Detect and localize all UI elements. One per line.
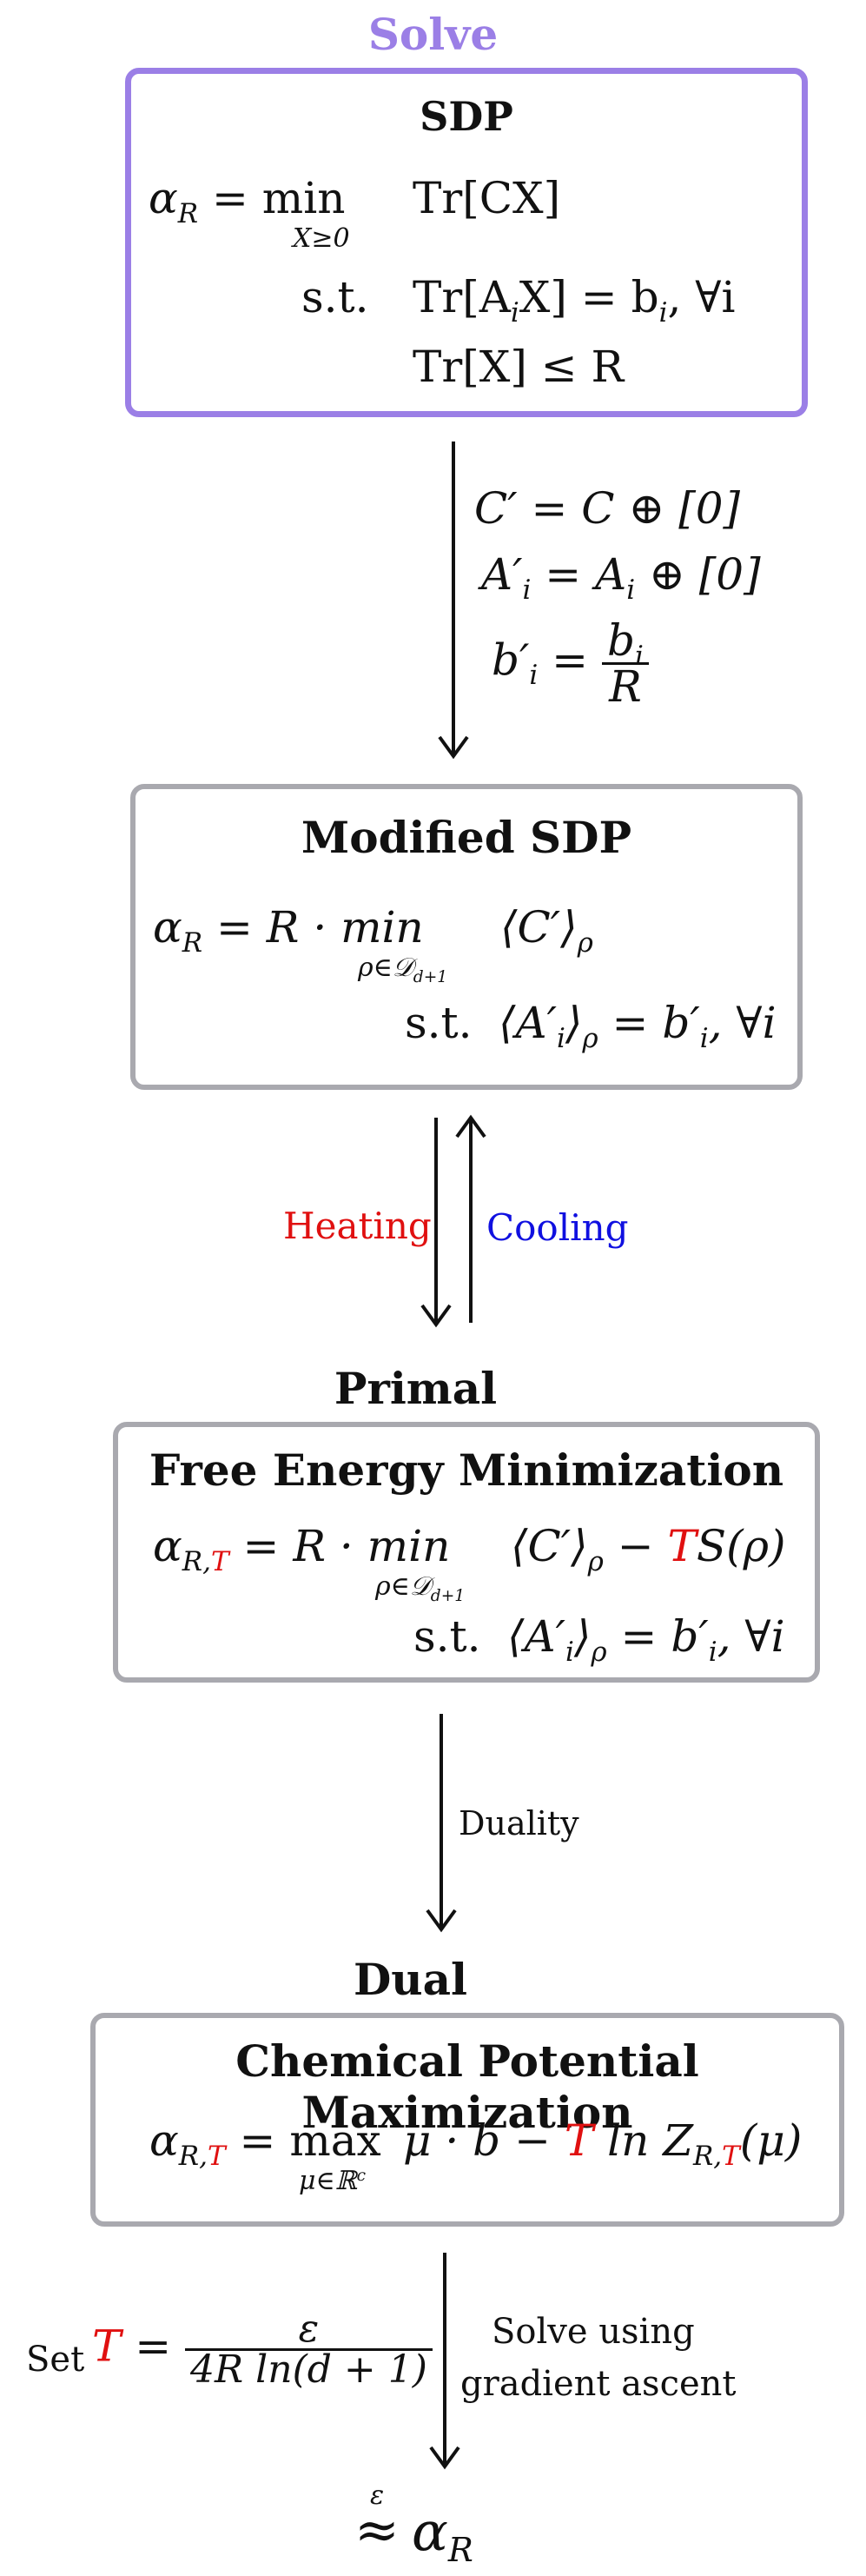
modified-sdp-box: Modified SDP αR = R · min ρ∈𝒟d+1 ⟨C′⟩ρ s… (130, 784, 803, 1090)
primal-lhs: αR,T = R · min (153, 1521, 451, 1577)
cooling-label: Cooling (486, 1206, 629, 1249)
transform-line-3: b′i = bi R (492, 619, 649, 708)
heating-label: Heating (283, 1205, 432, 1247)
dual-lhs: αR,T = max (149, 2115, 381, 2172)
solve-using-line-2: gradient ascent (460, 2364, 737, 2404)
primal-box: Free Energy Minimization αR,T = R · min … (113, 1422, 820, 1683)
transform-line-1: C′ = C ⊕ [0] (474, 483, 741, 534)
sdp-lhs: αR = min (149, 173, 346, 229)
primal-title: Free Energy Minimization (149, 1444, 784, 1496)
set-equation: T = ε 4R ln(d + 1) (92, 2310, 433, 2389)
arrow-final (429, 2253, 460, 2470)
modified-st: s.t. (405, 998, 473, 1048)
primal-constraint: ⟨A′i⟩ρ = b′i, ∀i (507, 1611, 785, 1668)
duality-label: Duality (459, 1804, 579, 1842)
sdp-objective: Tr[CX] (413, 173, 561, 223)
sdp-constraint-2: Tr[X] ≤ R (413, 342, 625, 392)
result-approx: ≈ (354, 2498, 400, 2561)
arrows-heating-cooling (420, 1114, 486, 1328)
transform-line-2: A′i = Ai ⊕ [0] (481, 549, 761, 606)
dual-objective: μ · b − T ln ZR,T(μ) (403, 2115, 803, 2172)
modified-sdp-title: Modified SDP (301, 812, 632, 863)
sdp-st: s.t. (301, 272, 369, 322)
primal-min-subscript: ρ∈𝒟d+1 (375, 1571, 466, 1605)
result-alpha: αR (412, 2500, 473, 2571)
dual-box: Chemical Potential Maximization αR,T = m… (90, 2013, 844, 2227)
primal-objective: ⟨C′⟩ρ − TS(ρ) (511, 1521, 786, 1577)
sdp-constraint-1: Tr[AiX] = bi, ∀i (413, 272, 736, 329)
sdp-min-subscript: X≥0 (293, 223, 350, 254)
set-fraction: ε 4R ln(d + 1) (185, 2310, 433, 2389)
solve-label: Solve (367, 9, 499, 60)
solve-using-line-1: Solve using (492, 2312, 695, 2352)
arrow-duality (426, 1714, 457, 1933)
dual-max-subscript: μ∈ℝc (299, 2166, 367, 2196)
primal-st: s.t. (413, 1611, 481, 1662)
modified-constraint: ⟨A′i⟩ρ = b′i, ∀i (499, 998, 777, 1054)
modified-objective: ⟨C′⟩ρ (500, 902, 593, 959)
arrow-sdp-to-modified (438, 442, 469, 760)
primal-label: Primal (334, 1363, 498, 1414)
modified-lhs: αR = R · min (153, 902, 424, 959)
result-epsilon: ε (370, 2480, 385, 2511)
set-label: Set (26, 2340, 85, 2380)
dual-label: Dual (353, 1954, 468, 2005)
sdp-box: SDP αR = min X≥0 Tr[CX] s.t. Tr[AiX] = b… (125, 68, 808, 417)
modified-min-subscript: ρ∈𝒟d+1 (358, 953, 448, 986)
transform-fraction: bi R (601, 619, 649, 708)
sdp-title: SDP (420, 93, 513, 140)
dual-title: Chemical Potential Maximization (235, 2035, 699, 2138)
